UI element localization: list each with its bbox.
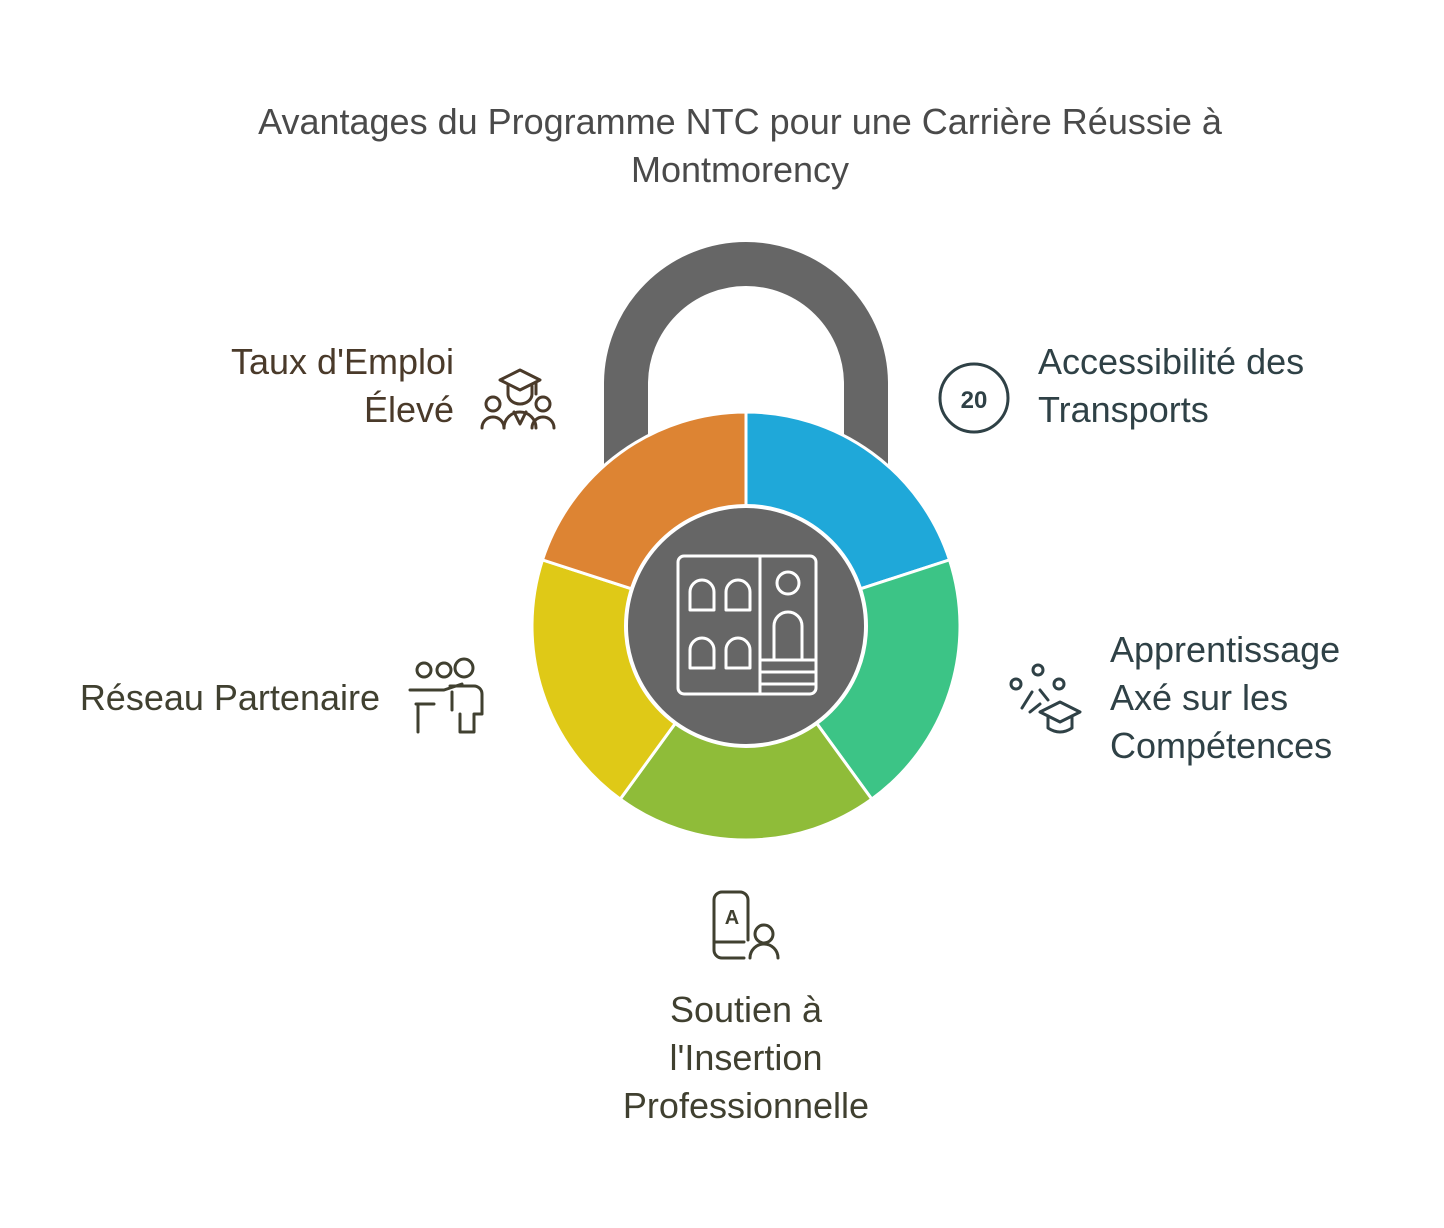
label-soutien: Soutien à l'Insertion Professionnelle bbox=[623, 989, 869, 1126]
label-soutien-line-2: l'Insertion bbox=[670, 1037, 823, 1078]
padlock-shackle bbox=[604, 242, 888, 500]
teacher-presentation-icon bbox=[408, 657, 484, 734]
route-20-icon-text: 20 bbox=[961, 387, 988, 414]
center-disc bbox=[624, 504, 868, 748]
label-apprentissage-line-2: Axé sur les bbox=[1110, 677, 1288, 718]
title-line-1: Avantages du Programme NTC pour une Carr… bbox=[258, 101, 1223, 142]
label-apprentissage-line-3: Compétences bbox=[1110, 725, 1332, 766]
route-20-icon: 20 bbox=[938, 362, 1010, 434]
title-line-2: Montmorency bbox=[631, 149, 849, 190]
label-reseau: Réseau Partenaire bbox=[80, 677, 380, 718]
student-book-icon: A bbox=[712, 890, 780, 960]
graduate-group-icon bbox=[480, 368, 556, 430]
label-taux-line-2: Élevé bbox=[364, 389, 454, 430]
label-apprentissage-line-1: Apprentissage bbox=[1110, 629, 1340, 670]
student-book-icon-text: A bbox=[725, 907, 739, 929]
label-taux: Taux d'Emploi Élevé bbox=[231, 341, 454, 430]
label-soutien-line-1: Soutien à bbox=[670, 989, 823, 1030]
skills-graduation-icon bbox=[1009, 663, 1082, 734]
label-soutien-line-3: Professionnelle bbox=[623, 1085, 869, 1126]
label-accessibilite-line-2: Transports bbox=[1038, 389, 1209, 430]
label-accessibilite-line-1: Accessibilité des bbox=[1038, 341, 1304, 382]
building-doors-icon bbox=[676, 554, 818, 696]
label-apprentissage: Apprentissage Axé sur les Compétences bbox=[1110, 629, 1340, 766]
label-reseau-line-1: Réseau Partenaire bbox=[80, 677, 380, 718]
label-taux-line-1: Taux d'Emploi bbox=[231, 341, 454, 382]
label-accessibilite: Accessibilité des Transports bbox=[1038, 341, 1304, 430]
